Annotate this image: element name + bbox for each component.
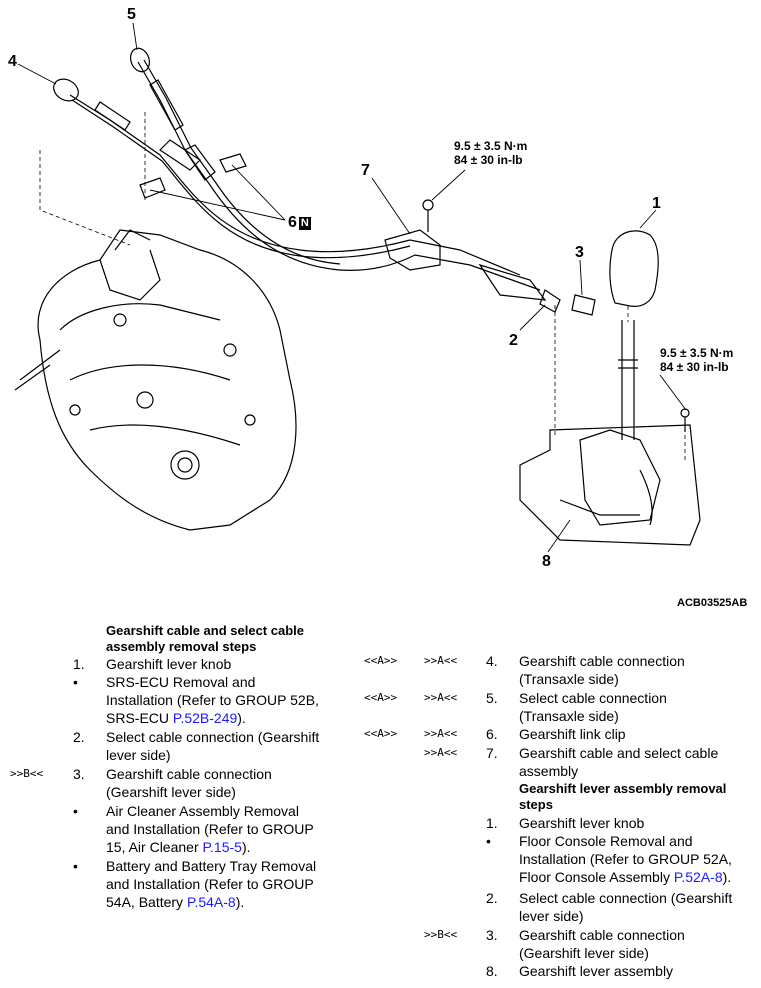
item-3-code: >>B<<	[10, 767, 44, 780]
bullet: •	[73, 858, 78, 874]
item-r8-number: 8.	[486, 963, 498, 979]
bullet-floor-console: Floor Console Removal and Installation (…	[519, 833, 732, 885]
gearshift-cable	[69, 94, 521, 276]
item-6-code-a: <<A>>	[364, 727, 398, 740]
item-7-code: >>A<<	[424, 746, 458, 759]
exploded-view-illustration	[14, 22, 701, 553]
item-6-code-b: >>A<<	[424, 727, 458, 740]
item-r1-text: Gearshift lever knob	[519, 815, 645, 831]
item-r2-text: Select cable connection (Gearshift lever…	[519, 890, 733, 924]
callout-1: 1	[652, 195, 661, 212]
item-r2-number: 2.	[486, 890, 498, 906]
item-2-number: 2.	[73, 729, 85, 745]
callout-8: 8	[542, 553, 551, 570]
callout-5: 5	[127, 6, 136, 23]
item-5-number: 5.	[486, 690, 498, 706]
bullet-air-cleaner: Air Cleaner Assembly Removal and Install…	[106, 803, 314, 855]
item-r3-code: >>B<<	[424, 928, 458, 941]
torque-spec-right: 9.5 ± 3.5 N·m 84 ± 30 in-lb	[660, 346, 734, 374]
item-4-code-b: >>A<<	[424, 654, 458, 667]
item-6-number: 6.	[486, 726, 498, 742]
link-p52a-8[interactable]: P.52A-8	[673, 869, 723, 885]
callout-3: 3	[575, 244, 584, 261]
link-p54a-8[interactable]: P.54A-8	[186, 894, 236, 910]
bullet: •	[486, 833, 491, 849]
item-2-text: Select cable connection (Gearshift lever…	[106, 729, 320, 763]
left-heading: Gearshift cable and select cable assembl…	[106, 623, 304, 654]
item-1-text: Gearshift lever knob	[106, 656, 232, 672]
bullet: •	[73, 674, 78, 690]
item-5-code-a: <<A>>	[364, 691, 398, 704]
item-1-number: 1.	[73, 656, 85, 672]
item-5-text: Select cable connection (Transaxle side)	[519, 690, 667, 724]
item-3-text: Gearshift cable connection (Gearshift le…	[106, 766, 272, 800]
bullet-battery: Battery and Battery Tray Removal and Ins…	[106, 858, 317, 910]
bullet-srs-ecu: SRS-ECU Removal and Installation (Refer …	[106, 674, 319, 726]
item-r8-text: Gearshift lever assembly	[519, 963, 674, 979]
cable-bracket	[384, 229, 441, 271]
item-4-code-a: <<A>>	[364, 654, 398, 667]
figure-id: ACB03525AB	[677, 597, 748, 609]
item-3-number: 3.	[73, 766, 85, 782]
torque-spec-top: 9.5 ± 3.5 N·m 84 ± 30 in-lb	[454, 139, 528, 167]
callout-4: 4	[8, 53, 17, 70]
item-7-number: 7.	[486, 745, 498, 761]
n-badge: N	[298, 217, 311, 230]
link-p52b-249[interactable]: P.52B-249	[172, 710, 238, 726]
item-7-text: Gearshift cable and select cable assembl…	[519, 745, 719, 779]
callout-7: 7	[361, 162, 370, 179]
item-4-text: Gearshift cable connection (Transaxle si…	[519, 653, 685, 687]
item-4-number: 4.	[486, 653, 498, 669]
item-r1-number: 1.	[486, 815, 498, 831]
right-heading: Gearshift lever assembly removal steps	[519, 781, 727, 812]
item-5-code-b: >>A<<	[424, 691, 458, 704]
bullet: •	[73, 803, 78, 819]
gearshift-lever-assembly	[519, 424, 701, 546]
select-cable	[137, 61, 541, 291]
link-p15-5[interactable]: P.15-5	[202, 839, 242, 855]
item-6-text: Gearshift link clip	[519, 726, 626, 742]
callout-2: 2	[509, 332, 518, 349]
transaxle-housing	[37, 229, 297, 531]
item-r3-text: Gearshift cable connection (Gearshift le…	[519, 927, 685, 961]
gearshift-lever-knob	[609, 230, 659, 307]
item-r3-number: 3.	[486, 927, 498, 943]
